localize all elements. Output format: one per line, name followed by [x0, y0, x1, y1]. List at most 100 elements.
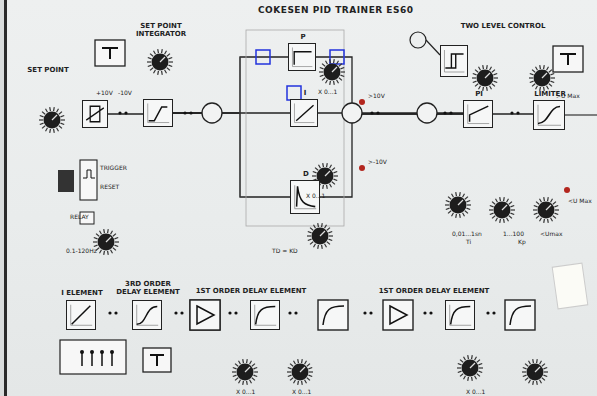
knob-tick	[551, 199, 553, 202]
knob-tick	[317, 223, 319, 227]
knob-tick	[330, 184, 332, 187]
knob-tick	[463, 194, 465, 197]
knob-mark	[52, 115, 57, 120]
knob-tick	[490, 67, 492, 70]
knob-tick	[49, 129, 51, 133]
knob-tick	[297, 381, 299, 385]
sticker	[552, 263, 588, 309]
knob-tick	[472, 77, 476, 78]
block-box: SET POINT	[82, 100, 108, 128]
block-box: SET POINT INTEGRATOR	[143, 99, 173, 127]
knob-tick	[235, 364, 238, 367]
knob-tick	[332, 168, 335, 171]
knob-tick	[547, 219, 549, 223]
knob-tick	[165, 51, 167, 54]
knob-tick	[341, 71, 345, 72]
block-symbol	[291, 100, 317, 126]
knob-tick	[529, 77, 533, 78]
knob-tick	[493, 81, 497, 82]
knob-tick	[330, 165, 332, 168]
knob-tick	[529, 361, 531, 364]
knob-tick	[308, 368, 312, 369]
knob-tick	[150, 68, 153, 71]
knob-tick	[536, 381, 538, 385]
block-label: I ELEMENT	[61, 289, 102, 297]
knob-tick	[490, 213, 494, 214]
knob-tick	[534, 213, 538, 214]
knob-tick	[157, 71, 159, 75]
signal-wire	[173, 112, 290, 113]
knob-tick	[479, 67, 481, 70]
block-symbol	[464, 101, 492, 127]
knob-tick	[525, 364, 528, 367]
knob-tick	[473, 81, 477, 82]
knob-tick	[57, 128, 59, 131]
knob-mark	[470, 363, 475, 368]
knob-tick	[339, 64, 342, 67]
panel-label: X 0...1	[236, 388, 255, 395]
knob-tick	[40, 123, 44, 124]
knob-tick	[340, 75, 344, 76]
knob-tick	[457, 367, 461, 368]
symbol-curve	[296, 105, 313, 121]
knob-tick	[235, 378, 238, 381]
block-symbol	[251, 301, 279, 329]
symbol-curve	[149, 107, 168, 121]
knob-tick	[294, 361, 296, 364]
knob	[93, 229, 119, 255]
delay-box	[383, 300, 413, 330]
knob-tick	[307, 364, 310, 367]
knob-tick	[294, 380, 296, 383]
knob-tick	[320, 68, 324, 69]
axis-line	[71, 305, 92, 326]
knob-tick	[57, 109, 59, 112]
knob	[319, 59, 345, 85]
knob-tick	[522, 371, 526, 372]
knob-tick	[445, 204, 449, 205]
knob-tick	[532, 359, 534, 363]
knob-tick	[540, 380, 542, 383]
knob-tick	[326, 61, 328, 64]
knob-tick	[499, 219, 501, 223]
knob-tick	[492, 216, 495, 219]
knob-tick	[314, 244, 316, 247]
knob	[147, 49, 173, 75]
knob-tick	[253, 375, 257, 376]
knob-tick	[510, 213, 514, 214]
knob-tick	[459, 214, 461, 218]
knob-tick	[53, 107, 55, 111]
knob-cap	[450, 197, 467, 214]
knob-tick	[100, 250, 102, 253]
knob-tick	[305, 380, 307, 383]
knob-tick	[332, 182, 335, 185]
panel-label: 0,01...1sn	[452, 230, 482, 237]
knob-tick	[554, 206, 558, 207]
knob-tick	[543, 197, 545, 201]
block-label: SET POINT	[27, 66, 68, 74]
knob-tick	[308, 375, 312, 376]
knob-cap	[494, 202, 511, 219]
block-box: 1ST ORDER DELAY ELEMENT	[250, 300, 280, 330]
knob-tick	[339, 78, 342, 81]
knob-mark	[320, 231, 325, 236]
block-symbol	[289, 44, 315, 70]
knob-tick	[42, 126, 45, 129]
knob-tick	[94, 245, 98, 246]
knob-tick	[532, 84, 535, 87]
knob-mark	[535, 367, 540, 372]
knob-cap	[462, 360, 479, 377]
knob-tick	[509, 216, 512, 219]
delay-box	[190, 300, 220, 330]
led-indicator	[359, 99, 570, 193]
knob	[457, 355, 483, 381]
knob-mark	[325, 171, 330, 176]
panel-label: X 0...1	[466, 388, 485, 395]
knob-tick	[448, 197, 451, 200]
delay-symbol	[323, 306, 344, 325]
knob-mark	[458, 200, 463, 205]
knob-tick	[150, 54, 153, 57]
knob-tick	[529, 380, 531, 383]
knob-tick	[312, 175, 316, 176]
knob-cap	[477, 70, 494, 87]
trigger-block	[58, 160, 97, 224]
